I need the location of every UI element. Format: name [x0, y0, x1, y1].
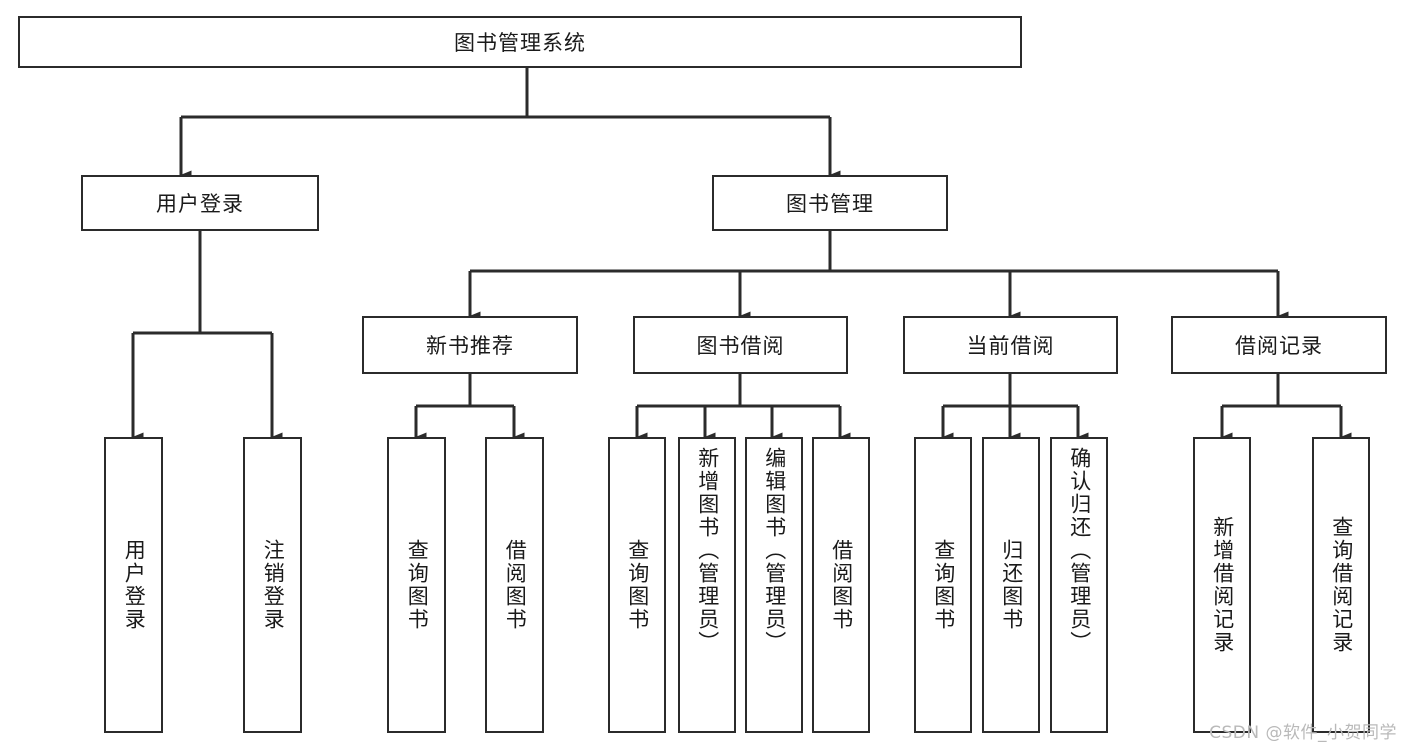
node-leaf-borrow-book-borrow[interactable]: 借阅图书 [812, 437, 870, 733]
node-label: 确认归还（管理员） [1067, 447, 1092, 654]
node-label: 用户登录 [122, 539, 147, 631]
node-user-login[interactable]: 用户登录 [81, 175, 319, 231]
node-label: 注销登录 [261, 539, 286, 631]
node-label: 查询图书 [405, 539, 430, 631]
node-label: 新增借阅记录 [1210, 516, 1235, 654]
node-label: 查询借阅记录 [1329, 516, 1354, 654]
node-leaf-query-book-borrow[interactable]: 查询图书 [608, 437, 666, 733]
node-new-book-recommend[interactable]: 新书推荐 [362, 316, 578, 374]
node-leaf-user-login[interactable]: 用户登录 [104, 437, 163, 733]
node-label: 借阅记录 [1235, 334, 1323, 358]
node-leaf-add-borrow-record[interactable]: 新增借阅记录 [1193, 437, 1251, 733]
node-label: 编辑图书（管理员） [762, 447, 787, 654]
node-leaf-edit-book-admin[interactable]: 编辑图书（管理员） [745, 437, 803, 733]
node-label: 借阅图书 [829, 539, 854, 631]
node-label: 新增图书（管理员） [695, 447, 720, 654]
node-leaf-query-book-current[interactable]: 查询图书 [914, 437, 972, 733]
node-book-borrow[interactable]: 图书借阅 [633, 316, 848, 374]
node-label: 新书推荐 [426, 334, 514, 358]
node-current-borrow[interactable]: 当前借阅 [903, 316, 1118, 374]
node-leaf-logout-login[interactable]: 注销登录 [243, 437, 302, 733]
node-book-management[interactable]: 图书管理 [712, 175, 948, 231]
node-label: 用户登录 [156, 192, 244, 216]
node-label: 查询图书 [625, 539, 650, 631]
node-leaf-query-book-newbook[interactable]: 查询图书 [387, 437, 446, 733]
node-label: 归还图书 [999, 539, 1024, 631]
node-label: 查询图书 [931, 539, 956, 631]
node-borrow-record[interactable]: 借阅记录 [1171, 316, 1387, 374]
node-label: 图书管理 [786, 192, 874, 216]
node-root-book-management-system[interactable]: 图书管理系统 [18, 16, 1022, 68]
node-leaf-confirm-return-admin[interactable]: 确认归还（管理员） [1050, 437, 1108, 733]
node-label: 图书借阅 [696, 334, 785, 358]
node-label: 图书管理系统 [454, 31, 586, 55]
node-label: 当前借阅 [966, 334, 1055, 358]
node-leaf-query-borrow-record[interactable]: 查询借阅记录 [1312, 437, 1370, 733]
node-leaf-borrow-book-newbook[interactable]: 借阅图书 [485, 437, 544, 733]
node-leaf-add-book-admin[interactable]: 新增图书（管理员） [678, 437, 736, 733]
node-label: 借阅图书 [503, 539, 528, 631]
node-leaf-return-book[interactable]: 归还图书 [982, 437, 1040, 733]
